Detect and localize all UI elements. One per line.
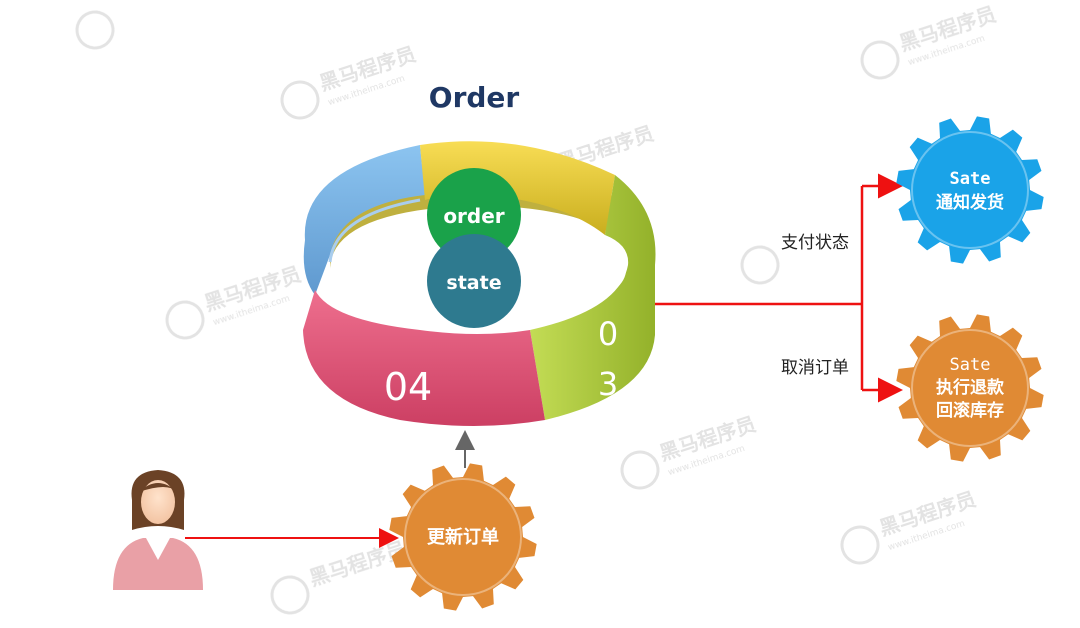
- ring-label-right-top: 0: [598, 315, 618, 353]
- ring-segment-pink: [303, 290, 545, 426]
- ring-segment-yellow: [420, 141, 615, 235]
- edge-label-cancel-order: 取消订单: [781, 358, 849, 378]
- diagram-title: Order: [429, 81, 520, 114]
- svg-text:更新订单: 更新订单: [427, 526, 499, 548]
- svg-text:order: order: [443, 204, 504, 228]
- gear-body: [911, 329, 1029, 447]
- svg-text:黑马程序员: 黑马程序员: [306, 537, 409, 591]
- gear-body: [404, 478, 522, 596]
- gear-notify: Sate 通知发货: [896, 116, 1044, 264]
- branch-connector: [655, 173, 903, 403]
- edge-label-pay-state: 支付状态: [781, 233, 849, 253]
- user-avatar: [113, 470, 203, 590]
- ring-label-right-bottom: 3: [598, 365, 618, 403]
- gear-rollback: Sate 执行退款 回滚库存: [896, 314, 1044, 462]
- svg-text:通知发货: 通知发货: [936, 192, 1004, 213]
- gear-update-order: 更新订单: [389, 463, 537, 611]
- state-circle: state: [427, 234, 521, 328]
- svg-text:执行退款: 执行退款: [936, 377, 1005, 398]
- svg-text:回滚库存: 回滚库存: [936, 400, 1004, 421]
- gear-body: [911, 131, 1029, 249]
- order-circle: order: [427, 168, 521, 262]
- ring-segment-green: [530, 175, 656, 420]
- svg-text:state: state: [446, 272, 501, 294]
- ring-label-front: 04: [384, 365, 432, 409]
- ring-segment-blue: [303, 145, 425, 295]
- svg-text:Sate: Sate: [950, 355, 991, 375]
- svg-text:Sate: Sate: [950, 169, 991, 189]
